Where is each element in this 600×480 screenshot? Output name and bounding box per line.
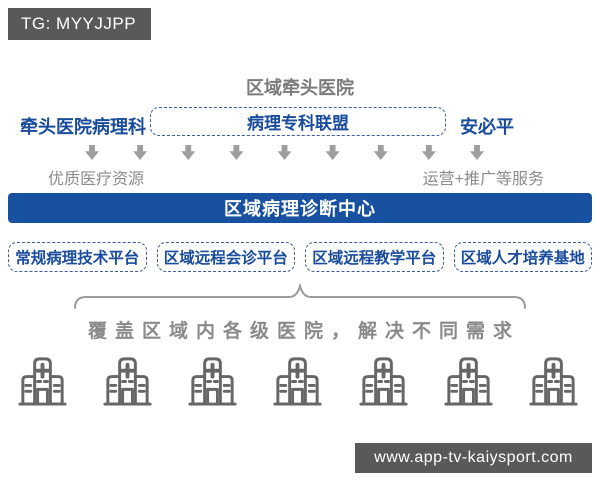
anbiping-label: 安必平	[460, 117, 514, 137]
upward-brace-icon	[70, 281, 530, 311]
coverage-caption: 覆盖区域内各级医院，解决不同需求	[87, 321, 520, 342]
down-arrow-icon	[85, 145, 99, 160]
hospital-building-icon	[529, 357, 578, 406]
down-arrow-icon	[325, 145, 340, 160]
pathology-alliance-box: 病理专科联盟	[150, 107, 446, 136]
down-arrow-icon	[470, 145, 484, 160]
diagram-title: 区域牵头医院	[246, 78, 354, 98]
quality-resources-label: 优质医疗资源	[48, 171, 145, 188]
pathology-alliance-label: 病理专科联盟	[247, 114, 349, 133]
platform-box-routine-pathology: 常规病理技术平台	[8, 242, 147, 272]
down-arrow-icon	[229, 145, 244, 160]
hospital-building-icon	[188, 357, 237, 406]
down-arrow-icon	[181, 145, 196, 160]
regional-diagnosis-center-banner: 区域病理诊断中心	[8, 193, 592, 223]
hospital-building-icon	[18, 357, 67, 406]
watermark-top-left: TG: MYYJJPP	[8, 8, 151, 40]
down-arrow-icon	[373, 145, 388, 160]
hospital-building-icon	[273, 357, 323, 406]
platform-box-remote-consultation: 区域远程会诊平台	[156, 242, 295, 272]
down-arrow-icon	[277, 145, 292, 160]
leading-hospital-pathology-label: 牵头医院病理科	[20, 117, 146, 137]
watermark-bottom-right: www.app-tv-kaiysport.com	[355, 443, 592, 473]
hospital-building-icon	[444, 357, 493, 406]
down-arrow-icon	[133, 145, 148, 160]
platform-box-talent-training: 区域人才培养基地	[453, 242, 592, 272]
flow-arrows	[85, 145, 484, 161]
platforms-row: 常规病理技术平台 区域远程会诊平台 区域远程教学平台 区域人才培养基地	[8, 242, 592, 272]
hospital-building-icon	[359, 357, 408, 406]
hospital-building-icon	[103, 357, 152, 406]
operation-promotion-label: 运营+推广等服务	[422, 171, 544, 188]
down-arrow-icon	[421, 145, 436, 160]
hospitals-row	[15, 352, 581, 408]
platform-box-remote-teaching: 区域远程教学平台	[305, 242, 444, 272]
